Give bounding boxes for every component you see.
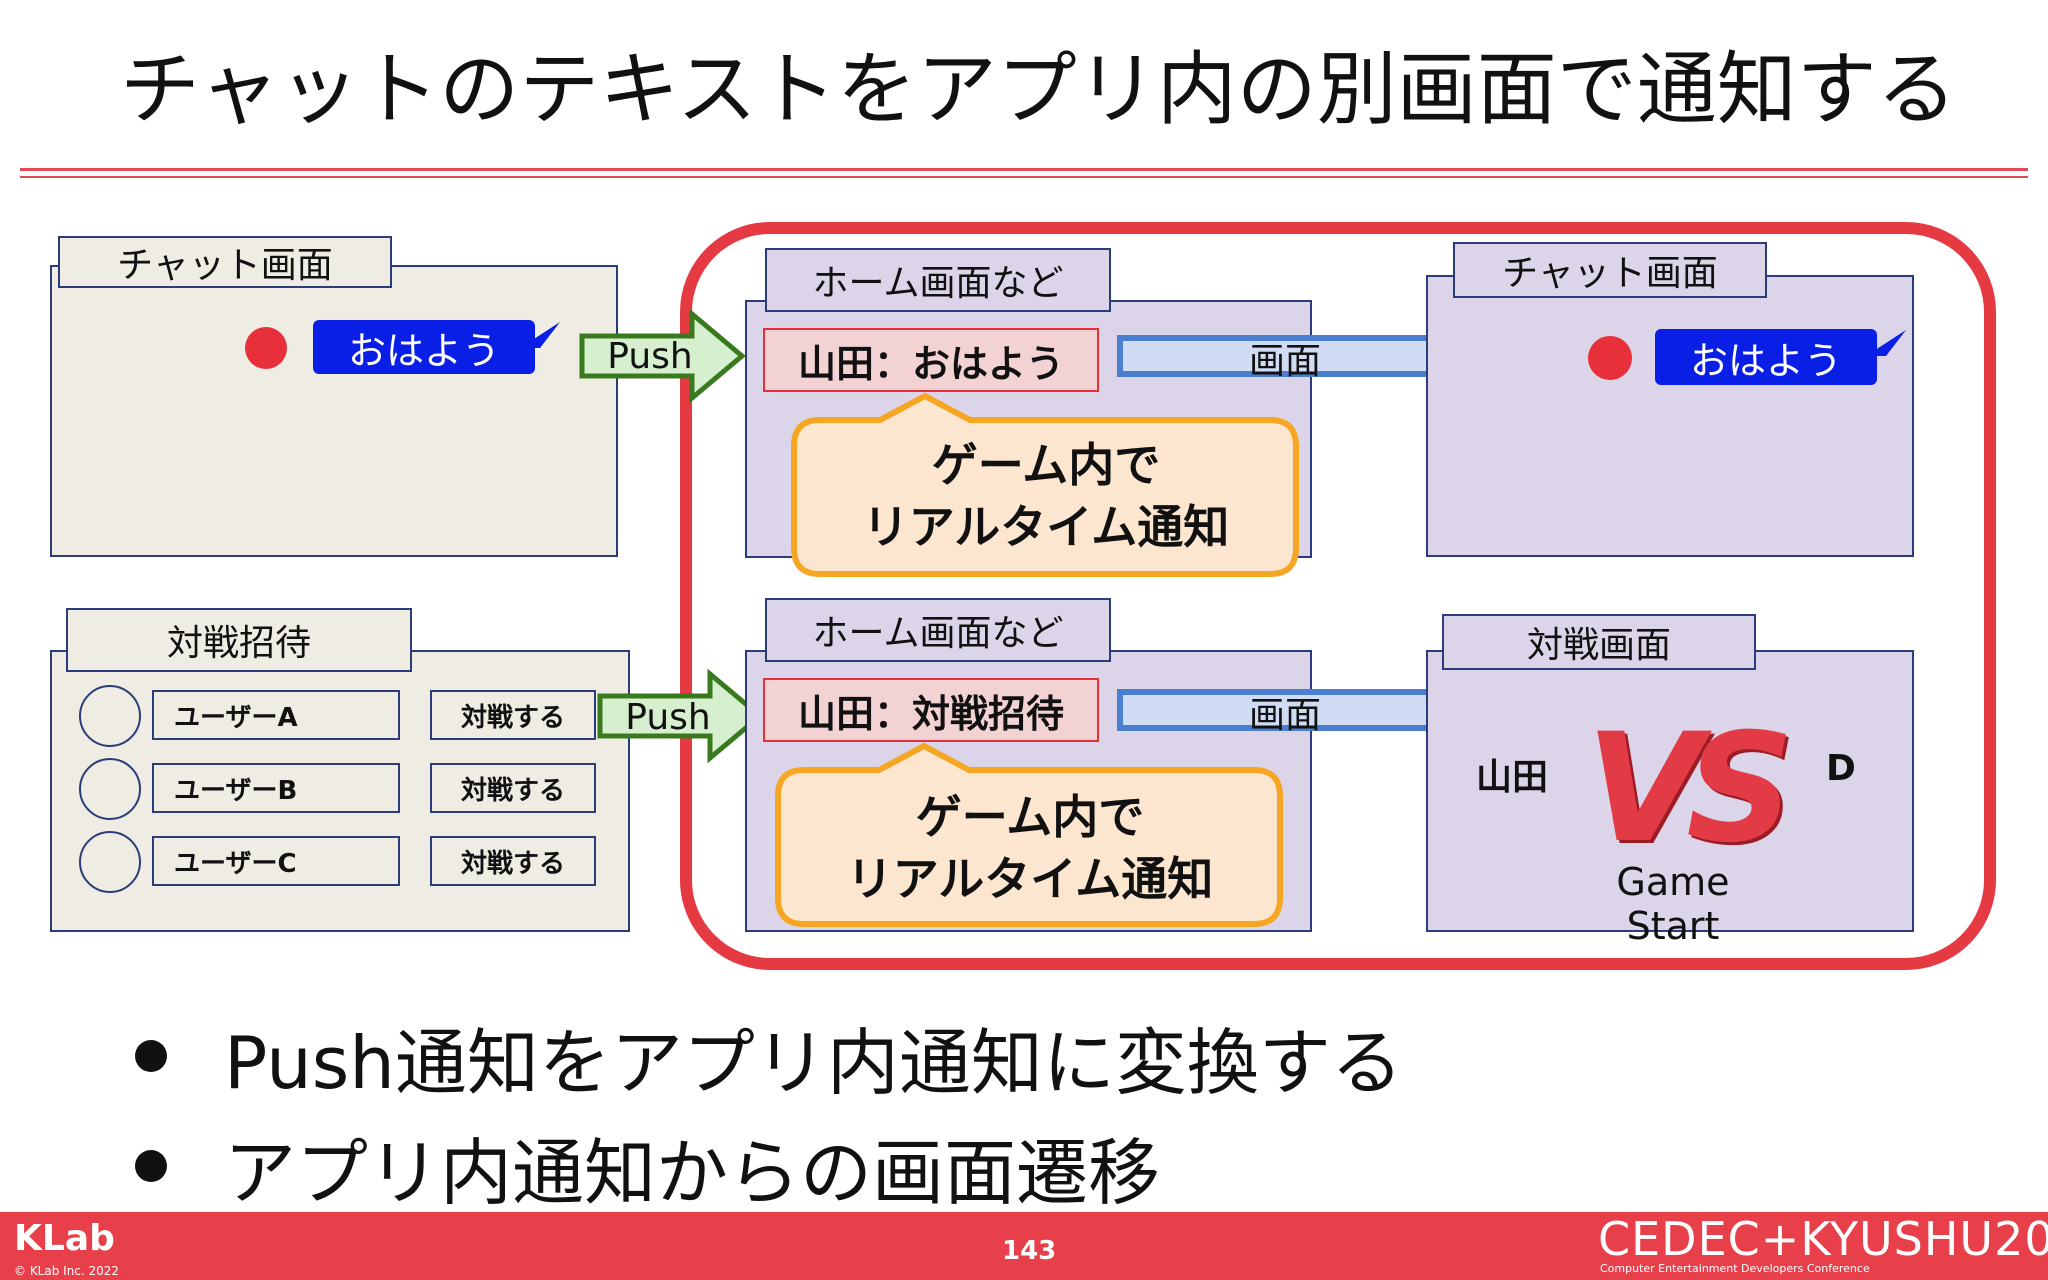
callout-top-text: ゲーム内で リアルタイム通知 [796, 434, 1296, 558]
user-row-b: ユーザーB [152, 763, 400, 813]
user-avatar-circle [79, 831, 141, 893]
bullet-text-2: アプリ内通知からの画面遷移 [224, 1131, 1161, 1215]
push-arrow-top [579, 308, 746, 404]
in-app-notification-top[interactable]: 山田：おはよう [763, 328, 1099, 392]
title-rule-secondary [20, 176, 2028, 178]
left-chat-screen [50, 265, 618, 557]
page-number: 143 [1002, 1236, 1057, 1266]
bullet-dot [135, 1150, 167, 1182]
push-label-bottom: Push [625, 696, 711, 738]
user-row-c: ユーザーC [152, 836, 400, 886]
battle-button[interactable]: 対戦する [430, 836, 596, 886]
callout-bottom-shape [775, 742, 1283, 927]
footer-bar [0, 1212, 2048, 1280]
user-avatar-circle [79, 758, 141, 820]
vs-logo: VS [1586, 702, 1794, 876]
event-logo: CEDEC+KYUSHU2022 [1598, 1212, 2048, 1266]
left-battle-tab: 対戦招待 [66, 608, 412, 672]
avatar-dot [245, 327, 287, 369]
push-arrow-bottom [597, 668, 764, 764]
right-chat-screen [1426, 275, 1914, 557]
bullet-text-1: Push通知をアプリ内通知に変換する [224, 1021, 1403, 1105]
user-avatar-circle [79, 685, 141, 747]
copyright-text: © KLab Inc. 2022 [14, 1264, 120, 1278]
callout-line2: リアルタイム通知 [846, 852, 1214, 906]
transition-label-bottom: 画面 [1248, 695, 1321, 736]
home-tab-top: ホーム画面など [765, 248, 1111, 312]
battle-button[interactable]: 対戦する [430, 763, 596, 813]
bullet-dot [135, 1040, 167, 1072]
chat-bubble: おはよう [313, 320, 535, 374]
in-app-region-frame [680, 222, 1996, 970]
event-subtitle: Computer Entertainment Developers Confer… [1600, 1262, 1870, 1275]
callout-top-shape [791, 392, 1299, 577]
game-start-label[interactable]: Game Start [1616, 860, 1730, 948]
slide-title: チャットのテキストをアプリ内の別画面で通知する [120, 43, 1957, 136]
right-battle-tab: 対戦画面 [1442, 614, 1756, 670]
callout-line1: ゲーム内で [931, 438, 1161, 492]
player-left-name: 山田 [1476, 757, 1549, 798]
player-right-name: D [1826, 748, 1856, 789]
transition-label-top: 画面 [1248, 341, 1321, 382]
right-chat-tab: チャット画面 [1453, 242, 1767, 298]
left-chat-tab: チャット画面 [58, 236, 392, 288]
push-label-top: Push [607, 335, 693, 377]
user-row-a: ユーザーA [152, 690, 400, 740]
home-tab-bottom: ホーム画面など [765, 598, 1111, 662]
callout-line1: ゲーム内で [915, 790, 1145, 844]
in-app-notification-bottom[interactable]: 山田：対戦招待 [763, 678, 1099, 742]
battle-button[interactable]: 対戦する [430, 690, 596, 740]
avatar-dot [1588, 336, 1632, 380]
klab-logo: KLab [14, 1218, 115, 1259]
callout-line2: リアルタイム通知 [862, 500, 1230, 554]
chat-bubble: おはよう [1655, 329, 1877, 385]
title-rule [20, 168, 2028, 171]
callout-bottom-text: ゲーム内で リアルタイム通知 [780, 786, 1280, 910]
right-battle-screen [1426, 650, 1914, 932]
